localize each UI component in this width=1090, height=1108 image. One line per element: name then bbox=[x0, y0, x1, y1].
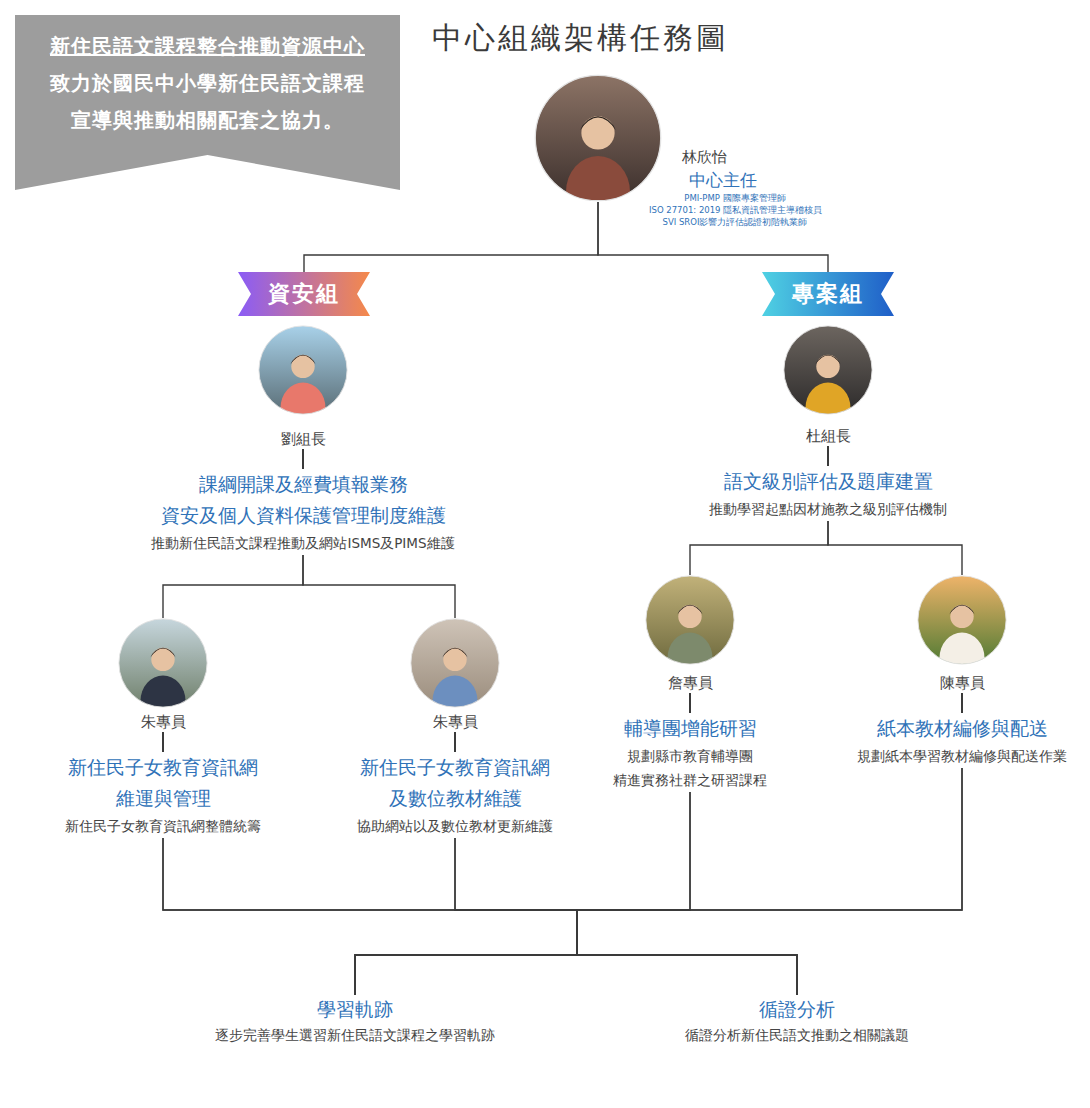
person-name: 杜組長 bbox=[668, 426, 988, 446]
group-ribbon: 資安組 bbox=[238, 272, 370, 316]
staff-node: 劉組長課綱開課及經費填報業務 資安及個人資料保護管理制度維護推動新住民語文課程推… bbox=[113, 325, 493, 555]
tick-line bbox=[827, 446, 828, 466]
task-description: 推動學習起點因材施教之級別評估機制 bbox=[668, 497, 988, 521]
portrait-photo bbox=[410, 618, 500, 708]
task-heading: 新住民子女教育資訊網 及數位教材維護 bbox=[325, 752, 585, 814]
task-heading: 課綱開課及經費填報業務 資安及個人資料保護管理制度維護 bbox=[113, 469, 493, 531]
photo-frame bbox=[783, 325, 873, 415]
tick-line bbox=[689, 693, 690, 713]
director-node: 林欣怡中心主任PMI-PMP 國際專案管理師ISO 27701: 2019 隱私… bbox=[534, 74, 662, 202]
group-ribbon: 專案組 bbox=[762, 272, 894, 316]
staff-node: 詹專員輔導團增能研習規劃縣市教育輔導團 精進實務社群之研習課程 bbox=[590, 575, 790, 792]
task-description: 新住民子女教育資訊網整體統籌 bbox=[33, 814, 293, 838]
task-heading: 紙本教材編修與配送 bbox=[842, 713, 1082, 744]
tick-line bbox=[302, 449, 303, 469]
photo-frame bbox=[258, 325, 348, 415]
diagram-title: 中心組織架構任務圖 bbox=[432, 18, 729, 58]
ribbon-label: 資安組 bbox=[238, 272, 370, 316]
person-name: 劉組長 bbox=[113, 429, 493, 449]
task-description: 逐步完善學生選習新住民語文課程之學習軌跡 bbox=[185, 1023, 525, 1047]
connector-line bbox=[828, 521, 962, 575]
credential-line: SVI SROI影響力評估認證初階執業師 bbox=[649, 216, 889, 228]
credential-line: PMI-PMP 國際專案管理師 bbox=[649, 192, 889, 204]
portrait-photo bbox=[118, 618, 208, 708]
ribbon-label: 專案組 bbox=[762, 272, 894, 316]
connector-line bbox=[355, 838, 577, 995]
person-name: 朱專員 bbox=[33, 712, 293, 732]
portrait-photo bbox=[645, 575, 735, 665]
connector-line bbox=[304, 202, 598, 272]
task-description: 規劃紙本學習教材編修與配送作業 bbox=[842, 744, 1082, 768]
connector-line bbox=[303, 555, 455, 618]
task-heading: 循證分析 bbox=[627, 995, 967, 1023]
staff-node: 杜組長語文級別評估及題庫建置推動學習起點因材施教之級別評估機制 bbox=[668, 325, 988, 521]
role-title: 中心主任 bbox=[649, 168, 889, 192]
person-name: 林欣怡 bbox=[649, 146, 889, 168]
tick-line bbox=[162, 732, 163, 752]
photo-frame bbox=[410, 618, 500, 708]
intro-banner: 新住民語文課程整合推動資源中心致力於國民中小學新住民語文課程 宣導與推動相關配套… bbox=[15, 15, 400, 190]
connector-line bbox=[690, 521, 828, 575]
portrait-photo bbox=[783, 325, 873, 415]
connector-line bbox=[577, 792, 797, 995]
banner-heading: 新住民語文課程整合推動資源中心 bbox=[15, 28, 400, 65]
portrait-photo bbox=[534, 74, 662, 202]
connector-line bbox=[163, 555, 303, 618]
connector-line bbox=[455, 838, 797, 995]
connector-line bbox=[163, 838, 797, 995]
person-name: 陳專員 bbox=[842, 673, 1082, 693]
photo-frame bbox=[118, 618, 208, 708]
credential-line: ISO 27701: 2019 隱私資訊管理主導稽核員 bbox=[649, 204, 889, 216]
tick-line bbox=[454, 732, 455, 752]
banner-body: 致力於國民中小學新住民語文課程 宣導與推動相關配套之協力。 bbox=[15, 65, 400, 139]
tick-line bbox=[961, 693, 962, 713]
task-heading: 語文級別評估及題庫建置 bbox=[668, 466, 988, 497]
connector-line bbox=[577, 768, 962, 995]
person-name: 朱專員 bbox=[325, 712, 585, 732]
task-heading: 學習軌跡 bbox=[185, 995, 525, 1023]
photo-frame bbox=[645, 575, 735, 665]
director-text: 林欣怡中心主任PMI-PMP 國際專案管理師ISO 27701: 2019 隱私… bbox=[649, 146, 889, 228]
task-heading: 新住民子女教育資訊網 維運與管理 bbox=[33, 752, 293, 814]
task-node: 學習軌跡逐步完善學生選習新住民語文課程之學習軌跡 bbox=[185, 995, 525, 1047]
photo-frame bbox=[917, 575, 1007, 665]
task-description: 協助網站以及數位教材更新維護 bbox=[325, 814, 585, 838]
task-description: 循證分析新住民語文推動之相關議題 bbox=[627, 1023, 967, 1047]
person-name: 詹專員 bbox=[590, 673, 790, 693]
task-description: 推動新住民語文課程推動及網站ISMS及PIMS維護 bbox=[113, 531, 493, 555]
portrait-photo bbox=[917, 575, 1007, 665]
task-node: 循證分析循證分析新住民語文推動之相關議題 bbox=[627, 995, 967, 1047]
staff-node: 朱專員新住民子女教育資訊網 維運與管理新住民子女教育資訊網整體統籌 bbox=[33, 618, 293, 838]
portrait-photo bbox=[258, 325, 348, 415]
connector-line bbox=[163, 838, 577, 995]
banner-text: 新住民語文課程整合推動資源中心致力於國民中小學新住民語文課程 宣導與推動相關配套… bbox=[15, 15, 400, 139]
staff-node: 朱專員新住民子女教育資訊網 及數位教材維護協助網站以及數位教材更新維護 bbox=[325, 618, 585, 838]
task-heading: 輔導團增能研習 bbox=[590, 713, 790, 744]
staff-node: 陳專員紙本教材編修與配送規劃紙本學習教材編修與配送作業 bbox=[842, 575, 1082, 768]
task-description: 規劃縣市教育輔導團 精進實務社群之研習課程 bbox=[590, 744, 790, 792]
